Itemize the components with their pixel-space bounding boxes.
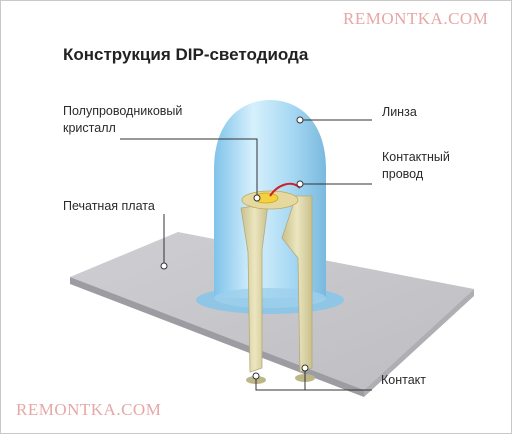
board-side-edge — [364, 289, 474, 397]
label-wire-line-2: провод — [382, 167, 424, 181]
dot-wire — [296, 180, 304, 188]
label-contact: Контакт — [381, 373, 427, 387]
label-crystal-line-2: кристалл — [63, 121, 116, 135]
leader-crystal — [120, 138, 258, 196]
label-contact-wire: Контактный провод — [382, 149, 450, 183]
watermark-bottom: REMONTKA.COM — [16, 400, 162, 419]
label-crystal-line-1: Полупроводниковый — [63, 104, 183, 118]
label-wire-line-1: Контактный — [382, 150, 450, 164]
dot-crystal — [253, 194, 261, 202]
dot-lens — [296, 116, 304, 124]
watermark-top: REMONTKA.COM — [343, 9, 489, 28]
leader-contact-left — [255, 376, 305, 391]
dot-board — [160, 262, 168, 270]
leader-dots — [160, 116, 309, 380]
label-lens: Линза — [382, 105, 417, 119]
board-front-edge — [70, 277, 364, 397]
anode-lead — [281, 195, 313, 373]
diagram-title: Конструкция DIP-светодиода — [63, 45, 309, 64]
leader-lines — [120, 119, 372, 391]
dot-contact-right — [301, 364, 309, 372]
lens-bottom — [214, 288, 326, 308]
dot-contact-left — [252, 372, 260, 380]
label-semiconductor-crystal: Полупроводниковый кристалл — [63, 103, 182, 137]
label-circuit-board: Печатная плата — [63, 199, 155, 213]
